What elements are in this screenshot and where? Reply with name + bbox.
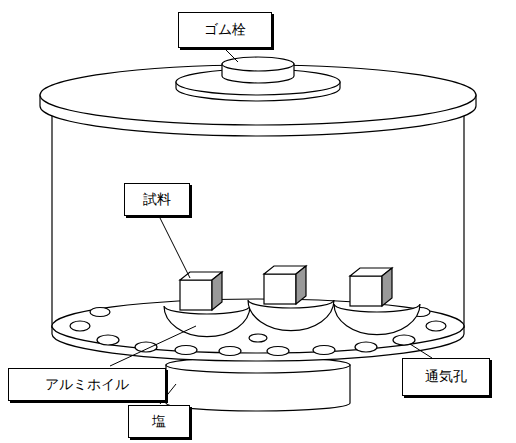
foil-bowl <box>164 306 250 337</box>
lid <box>40 65 476 125</box>
label-text: 通気孔 <box>425 368 467 386</box>
perforated-plate <box>52 299 464 353</box>
label-box: ゴム栓 <box>178 12 272 48</box>
label-text: 試料 <box>143 191 171 209</box>
sample-cube <box>264 266 306 304</box>
label-text: ゴム栓 <box>204 21 246 39</box>
foil-bowl <box>248 300 334 331</box>
label-box: アルミホイル <box>8 368 166 401</box>
container-wall <box>463 112 464 328</box>
label-box: 試料 <box>124 183 190 216</box>
sample-cube <box>180 272 222 310</box>
sample-cube <box>350 268 392 306</box>
foil-bowl <box>334 304 420 335</box>
rubber-stopper <box>222 57 294 71</box>
label-box: 塩 <box>128 405 190 438</box>
leader-lines <box>110 50 432 404</box>
label-text: アルミホイル <box>45 376 129 394</box>
label-box: 通気孔 <box>402 358 490 396</box>
label-text: 塩 <box>152 413 166 431</box>
container-wall <box>51 112 52 328</box>
